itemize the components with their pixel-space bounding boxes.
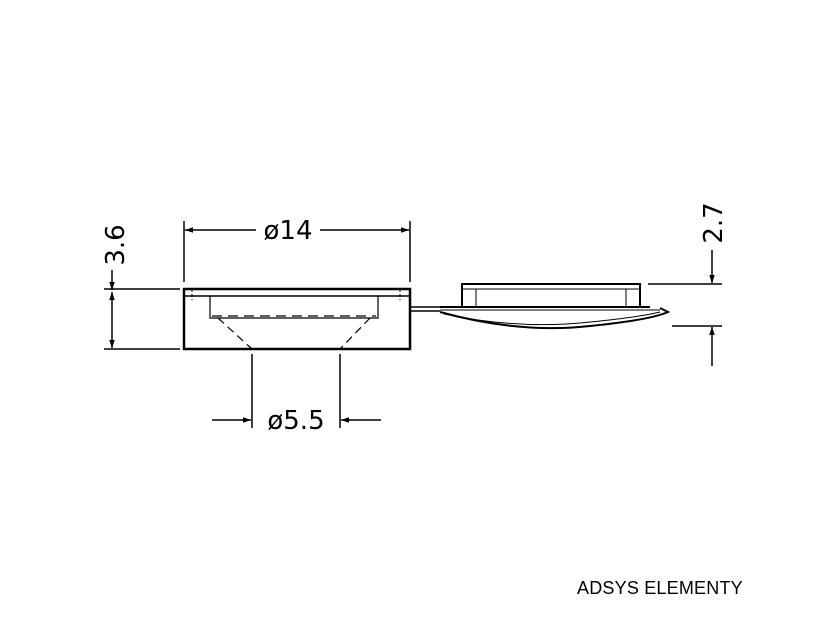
left-recess-outline xyxy=(209,296,379,319)
right-curved-base xyxy=(439,307,671,330)
left-body-outline xyxy=(182,287,412,351)
height-left-label: 3.6 xyxy=(101,224,131,265)
right-curved-base-inner xyxy=(443,311,661,326)
inner-diameter-label: ø5.5 xyxy=(267,406,324,436)
dimension-height-left: 3.6 xyxy=(101,224,180,350)
hidden-cone-left xyxy=(217,317,253,350)
left-part-section xyxy=(182,287,412,351)
brand-label: ADSYS ELEMENTY xyxy=(577,578,743,598)
height-right-label: 2.7 xyxy=(699,202,729,243)
dimension-outer-diameter: ø14 xyxy=(183,216,411,282)
dimension-inner-diameter: ø5.5 xyxy=(212,354,381,436)
outer-diameter-label: ø14 xyxy=(264,216,313,246)
hidden-cone-right xyxy=(339,317,371,350)
right-cap-outline xyxy=(461,283,641,306)
right-part-view xyxy=(410,283,671,330)
dimension-height-right: 2.7 xyxy=(648,202,729,366)
